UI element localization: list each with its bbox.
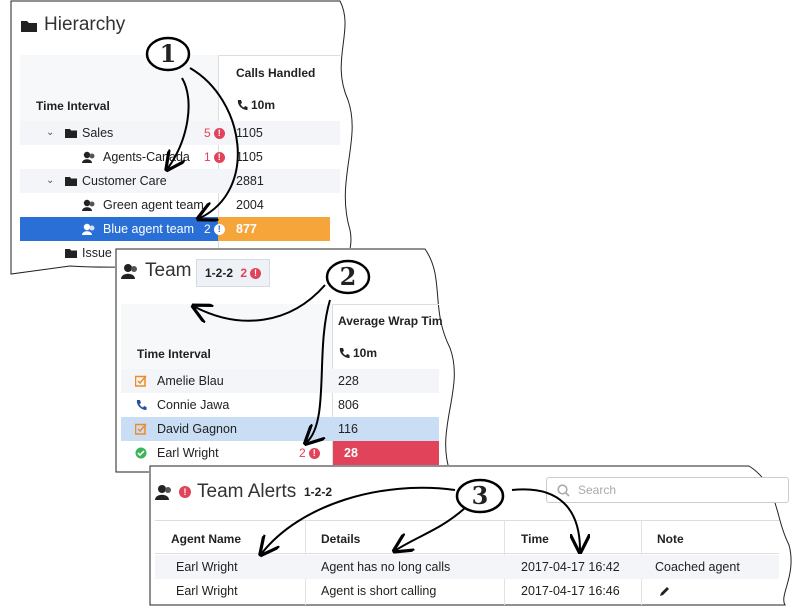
search-icon	[557, 483, 570, 497]
agent-row-earl-wright[interactable]: Earl Wright 2! 28	[121, 441, 439, 465]
tree-row-sales[interactable]: ⌄ Sales 5! 1105	[20, 121, 340, 145]
phone-status-icon	[135, 399, 147, 411]
alert-icon: !	[179, 486, 191, 498]
alert-row[interactable]: Earl Wright Agent has no long calls 2017…	[155, 555, 779, 579]
wrap-status-icon	[135, 375, 147, 387]
agent-group-icon	[82, 151, 95, 163]
callout-1: 1	[145, 35, 191, 73]
tree-row-agents-canada[interactable]: Agents-Canada 1! 1105	[20, 145, 340, 169]
callout-2: 2	[325, 258, 371, 296]
team-tag[interactable]: 1-2-2	[304, 485, 333, 499]
agent-group-icon	[82, 199, 95, 211]
time-interval-label: Time Interval	[36, 99, 110, 113]
tree-row-customer-care[interactable]: ⌄ Customer Care 2881	[20, 169, 340, 193]
search-input[interactable]: Search	[546, 477, 789, 503]
chevron-down-icon[interactable]: ⌄	[46, 127, 55, 138]
time-header[interactable]: Time	[521, 532, 549, 546]
ready-check-icon	[135, 447, 147, 459]
callout-3: 3	[455, 477, 505, 515]
alert-badge: 5!	[204, 121, 225, 145]
phone-icon	[236, 99, 248, 111]
agent-group-icon	[121, 263, 139, 279]
details-header[interactable]: Details	[321, 532, 361, 546]
agent-row-amelie-blau[interactable]: Amelie Blau 228	[121, 369, 439, 393]
agent-row-david-gagnon[interactable]: David Gagnon 116	[121, 417, 439, 441]
alert-badge: 2!	[204, 217, 225, 241]
tree-row-issue[interactable]: Issue	[20, 241, 130, 265]
calls-handled-header[interactable]: Calls Handled	[236, 66, 316, 80]
team-alerts-title: ! Team Alerts	[155, 481, 296, 503]
note-header[interactable]: Note	[657, 532, 684, 546]
hierarchy-title: Hierarchy	[20, 14, 125, 36]
time-interval-label: Time Interval	[137, 347, 211, 361]
team-title: Team	[121, 260, 191, 282]
interval-value[interactable]: 10m	[338, 346, 377, 360]
tree-row-blue-agent-team[interactable]: Blue agent team 2! 877	[20, 217, 340, 241]
tree-row-green-agent-team[interactable]: Green agent team 2004	[20, 193, 340, 217]
interval-value[interactable]: 10m	[236, 98, 275, 112]
folder-icon	[65, 127, 77, 139]
chevron-down-icon[interactable]: ⌄	[46, 175, 55, 186]
team-tag[interactable]: 1-2-2 2!	[196, 259, 271, 287]
folder-icon	[65, 175, 77, 187]
folder-icon	[65, 247, 77, 259]
team-panel: Team 1-2-2 2! Average Wrap Tim Time Inte…	[115, 248, 465, 473]
alert-badge: 1!	[204, 145, 225, 169]
alert-row[interactable]: Earl Wright Agent is short calling 2017-…	[155, 579, 779, 603]
edit-note-icon[interactable]	[659, 586, 671, 598]
agent-group-icon	[155, 484, 173, 500]
phone-icon	[338, 347, 350, 359]
agent-row-connie-jawa[interactable]: Connie Jawa 806	[121, 393, 439, 417]
wrap-status-icon	[135, 423, 147, 435]
agent-group-icon	[82, 223, 95, 235]
agent-name-header[interactable]: Agent Name	[171, 532, 242, 546]
average-wrap-time-header[interactable]: Average Wrap Tim	[338, 314, 443, 328]
alert-badge: 2!	[299, 441, 320, 465]
folder-icon	[20, 18, 38, 33]
